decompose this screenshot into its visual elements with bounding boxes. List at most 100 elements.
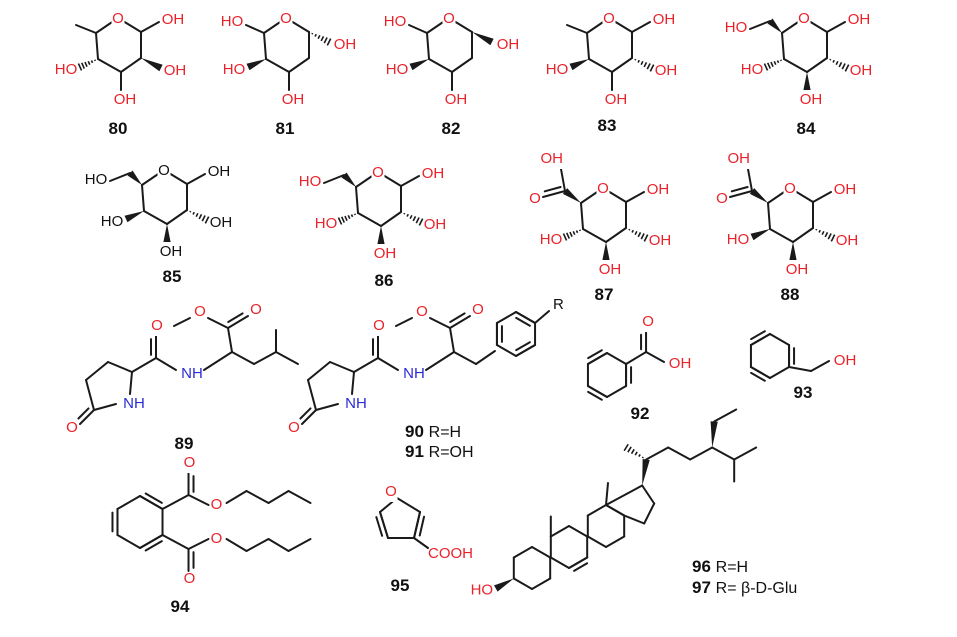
- hash-bond: [192, 211, 195, 215]
- bond: [187, 538, 210, 550]
- bond: [605, 484, 644, 506]
- hash-bond: [776, 60, 780, 64]
- atom-label-mask: [596, 182, 610, 199]
- bond: [85, 379, 95, 411]
- bond: [380, 211, 402, 227]
- atom-label-mask: [727, 233, 749, 250]
- bond: [749, 333, 771, 346]
- r-group-substituent: R: [553, 296, 564, 313]
- bond: [623, 514, 646, 525]
- atom-label-mask: [160, 245, 182, 262]
- bond: [299, 407, 312, 420]
- atom-label-mask: [403, 367, 425, 384]
- bond: [449, 312, 466, 324]
- bond: [116, 534, 141, 549]
- bond: [711, 446, 736, 461]
- bond: [769, 366, 791, 379]
- hash-bond: [326, 38, 332, 46]
- atom-label-oh: OH: [164, 62, 187, 79]
- bond: [203, 351, 233, 371]
- atom-label-o: O: [443, 10, 455, 27]
- hash-bond: [409, 214, 413, 220]
- hash-bond: [641, 456, 644, 459]
- bond: [515, 311, 537, 324]
- bond: [400, 175, 420, 187]
- bond: [586, 535, 607, 548]
- bond: [79, 409, 95, 425]
- bond: [812, 191, 832, 203]
- bond: [495, 311, 517, 324]
- bond: [413, 537, 429, 549]
- hash-bond: [337, 217, 343, 225]
- atom-label-mask: [669, 357, 692, 374]
- bond: [767, 202, 771, 230]
- bond: [549, 525, 570, 538]
- atom-label-o: O: [529, 190, 541, 207]
- atom-label-mask: [279, 12, 293, 29]
- atom-label-o: O: [194, 303, 206, 320]
- atom-label-oh: OH: [836, 232, 859, 249]
- bond: [377, 357, 399, 371]
- bond: [453, 351, 477, 365]
- hash-bond: [838, 62, 843, 68]
- atom-label-mask: [800, 93, 822, 110]
- wedge-bond: [341, 172, 356, 187]
- atom-label-oh: OH: [599, 261, 622, 278]
- wedge-bond: [409, 59, 429, 71]
- hash-bond: [340, 216, 346, 223]
- atom-label-mask: [415, 305, 429, 322]
- hash-bond: [623, 443, 629, 452]
- bond: [605, 504, 626, 517]
- atom-label-mask: [497, 38, 519, 55]
- hash-bond: [649, 64, 655, 72]
- r-group-label-r90: R=H: [429, 424, 461, 441]
- bond: [245, 538, 270, 552]
- bond: [826, 21, 846, 33]
- wedge-bond: [472, 32, 494, 46]
- bond: [587, 390, 603, 401]
- bond: [750, 371, 766, 382]
- bond: [75, 24, 97, 34]
- compound-number-c80: 80: [109, 119, 128, 138]
- compound-rlabel-c97: 97 R= β-D-Glu: [692, 578, 797, 597]
- bond: [810, 360, 831, 372]
- hash-bond: [189, 210, 192, 213]
- atom-label-mask: [725, 21, 747, 38]
- bond: [783, 58, 808, 73]
- bond: [749, 366, 771, 379]
- atom-label-mask: [649, 234, 671, 251]
- bond: [713, 408, 738, 423]
- hash-bond: [204, 216, 210, 224]
- atom-label-mask: [797, 12, 811, 29]
- bond: [788, 366, 813, 372]
- atom-label-mask: [282, 93, 304, 110]
- atom-label-o: O: [288, 419, 300, 436]
- atom-label-mask: [164, 64, 186, 81]
- atom-label-mask: [528, 192, 542, 209]
- atom-label-o: O: [250, 301, 262, 318]
- hash-bond: [827, 233, 832, 240]
- r-group-label-r96: R=H: [716, 559, 748, 576]
- atom-label-mask: [424, 218, 446, 235]
- atom-label-mask: [655, 64, 677, 81]
- atom-label-mask: [834, 354, 857, 371]
- atom-label-oh: OH: [374, 245, 397, 262]
- hash-bond: [638, 454, 641, 457]
- atom-label-mask: [374, 247, 396, 264]
- hash-bond: [87, 60, 91, 66]
- bond: [588, 58, 613, 73]
- bond: [449, 315, 471, 329]
- atom-label-mask: [150, 319, 164, 336]
- hash-bond: [77, 63, 83, 71]
- atom-label-mask: [372, 319, 386, 336]
- wedge-bond: [562, 188, 581, 203]
- hash-bond: [637, 232, 642, 238]
- atom-label-oh: OH: [605, 91, 628, 108]
- compound-number-c88: 88: [781, 285, 800, 304]
- bond: [792, 227, 814, 243]
- bond: [580, 202, 584, 230]
- hash-bond: [640, 60, 644, 66]
- bond: [329, 361, 355, 373]
- hash-bond: [763, 63, 769, 71]
- atom-label-o: O: [603, 10, 615, 27]
